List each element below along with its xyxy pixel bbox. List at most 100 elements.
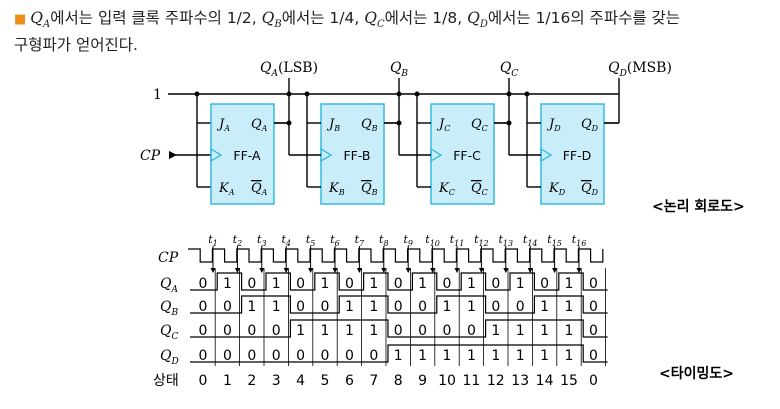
bit-value: 1	[467, 299, 476, 315]
bit-value: 1	[369, 276, 378, 292]
bit-value: 1	[321, 276, 330, 292]
edge-arrow-icon	[552, 268, 558, 273]
bit-value: 1	[345, 323, 354, 339]
intro-text-3: 에서는 1/16의 주파수를 갖는	[487, 9, 681, 27]
time-label-10: t11	[450, 233, 465, 248]
row-label-1: QB	[160, 299, 178, 318]
bit-value: 1	[565, 348, 574, 364]
ff-q-label-0: QA	[251, 117, 268, 133]
bit-value: 1	[467, 348, 476, 364]
intro-line-2: 구형파가 얻어진다.	[14, 36, 138, 55]
bit-value: 1	[467, 276, 476, 292]
state-value: 7	[369, 373, 378, 389]
time-label-13: t14	[523, 233, 538, 248]
state-value: 10	[438, 373, 456, 389]
edge-arrow-icon	[308, 268, 314, 273]
edge-arrow-icon	[503, 268, 509, 273]
junction-dot	[396, 91, 402, 97]
clock-input-icon	[210, 147, 223, 163]
junction-dot	[194, 91, 200, 97]
bit-value: 0	[540, 276, 549, 292]
bit-value: 0	[345, 276, 354, 292]
bit-value: 1	[540, 348, 549, 364]
bit-value: 1	[321, 323, 330, 339]
bit-value: 1	[516, 323, 525, 339]
time-label-9: t10	[425, 233, 440, 248]
edge-arrow-icon	[259, 268, 265, 273]
waveform-2	[190, 319, 608, 338]
bit-value: 1	[272, 299, 281, 315]
bit-value: 0	[418, 323, 427, 339]
edge-arrow-icon	[283, 268, 289, 273]
time-label-11: t12	[474, 233, 489, 248]
ff-qbar-label-3: QD	[581, 181, 599, 197]
bit-value: 1	[516, 348, 525, 364]
flipflop-2	[430, 103, 495, 205]
bit-value: 0	[516, 299, 525, 315]
bullet-icon: ■	[14, 12, 27, 27]
bit-value: 1	[418, 348, 427, 364]
ff-j-label-0: JA	[216, 117, 230, 133]
bit-value: 0	[199, 323, 208, 339]
bit-value: 0	[394, 323, 403, 339]
bit-value: 1	[540, 299, 549, 315]
time-label-3: t4	[281, 233, 291, 248]
bit-value: 1	[565, 276, 574, 292]
bit-value: 0	[223, 299, 232, 315]
clock-waveform	[188, 248, 604, 263]
bit-value: 0	[247, 348, 256, 364]
state-value: 14	[536, 373, 554, 389]
state-value: 8	[394, 373, 403, 389]
time-label-1: t2	[233, 233, 243, 248]
ff-j-label-3: JD	[546, 117, 561, 133]
edge-arrow-icon	[454, 268, 460, 273]
bit-value: 0	[394, 299, 403, 315]
waveform-0	[190, 272, 608, 291]
ff-k-label-0: KA	[218, 181, 235, 197]
intro-text-2: 에서는 1/8,	[384, 9, 468, 27]
bit-value: 1	[272, 276, 281, 292]
ff-j-label-1: JB	[326, 117, 340, 133]
intro-var-2: QC	[364, 9, 385, 31]
state-value: 3	[272, 373, 281, 389]
ff-k-label-1: KB	[328, 181, 345, 197]
bit-value: 0	[272, 323, 281, 339]
bit-value: 0	[369, 348, 378, 364]
bit-value: 0	[272, 348, 281, 364]
time-label-2: t3	[257, 233, 267, 248]
bit-value: 1	[491, 348, 500, 364]
ff-j-label-2: JC	[436, 117, 450, 133]
bit-value: 1	[443, 348, 452, 364]
circuit-caption: <논리 회로도>	[652, 199, 745, 215]
bit-value: 0	[394, 276, 403, 292]
edge-arrow-icon	[430, 268, 436, 273]
bit-value: 0	[296, 299, 305, 315]
bit-value: 1	[369, 299, 378, 315]
intro-var-3: QD	[467, 9, 488, 31]
ff-q-label-3: QD	[581, 117, 599, 133]
input-one-label: 1	[153, 87, 162, 103]
intro-var-1: QB	[261, 9, 282, 31]
edge-arrow-icon	[405, 268, 411, 273]
bit-value: 1	[247, 299, 256, 315]
flipflop-0	[210, 103, 275, 205]
bit-value: 0	[491, 276, 500, 292]
edge-arrow-icon	[234, 268, 240, 273]
time-label-4: t5	[306, 233, 316, 248]
time-label-14: t15	[547, 233, 562, 248]
timing-clock-label: CP	[158, 250, 179, 266]
ff-qbar-label-2: QC	[471, 181, 488, 197]
state-value: 0	[199, 373, 208, 389]
state-value: 12	[487, 373, 505, 389]
bit-value: 0	[223, 323, 232, 339]
edge-arrow-icon	[332, 268, 338, 273]
bit-value: 0	[296, 348, 305, 364]
row-label-3: QD	[160, 348, 179, 367]
state-value: 11	[462, 373, 480, 389]
row-label-2: QC	[160, 323, 178, 342]
state-value: 5	[321, 373, 330, 389]
bit-value: 0	[345, 348, 354, 364]
junction-dot	[506, 91, 512, 97]
state-value: 0	[589, 373, 598, 389]
